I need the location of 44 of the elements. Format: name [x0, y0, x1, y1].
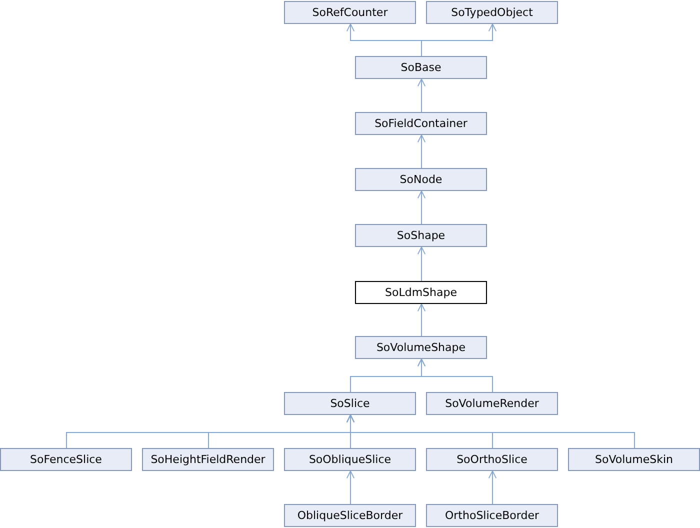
class-box — [426, 448, 558, 471]
class-name: SoVolumeRender — [445, 397, 539, 410]
class-box — [568, 448, 700, 471]
class-box — [426, 1, 558, 24]
class-name: SoSlice — [330, 397, 370, 410]
class-name: SoBase — [400, 61, 442, 74]
class-name: SoRefCounter — [312, 6, 388, 19]
class-box — [355, 112, 487, 135]
class-name: SoObliqueSlice — [308, 453, 392, 466]
class-box — [426, 504, 558, 527]
inheritance-arrow — [417, 358, 493, 392]
class-name: SoLdmShape — [385, 286, 457, 299]
class-name: SoNode — [400, 173, 442, 186]
class-box — [355, 168, 487, 191]
class-box — [284, 392, 416, 415]
inheritance-arrow — [417, 190, 426, 224]
inheritance-arrow — [417, 134, 426, 168]
class-box — [355, 281, 487, 304]
class-name: OrthoSliceBorder — [445, 509, 539, 522]
class-box — [284, 504, 416, 527]
inheritance-arrow — [346, 414, 635, 448]
class-box — [355, 56, 487, 79]
class-name: SoShape — [396, 229, 446, 242]
class-name: SoVolumeShape — [376, 341, 466, 354]
class-box — [355, 224, 487, 247]
inheritance-arrow — [417, 78, 426, 112]
class-name: SoFenceSlice — [30, 453, 102, 466]
class-name: SoVolumeSkin — [594, 453, 673, 466]
inheritance-arrow — [417, 246, 426, 282]
inheritance-arrow — [417, 304, 426, 336]
class-box — [284, 1, 416, 24]
class-box — [426, 392, 558, 415]
inheritance-arrow — [421, 24, 497, 56]
class-name: SoOrthoSlice — [456, 453, 528, 466]
class-name: SoTypedObject — [451, 6, 533, 19]
class-name: SoHeightFieldRender — [150, 453, 266, 466]
class-name: ObliqueSliceBorder — [297, 509, 403, 522]
class-name: SoFieldContainer — [374, 117, 468, 130]
class-box — [355, 336, 487, 359]
class-box — [0, 448, 132, 471]
class-box — [284, 448, 416, 471]
inheritance-arrow — [346, 470, 355, 504]
inheritance-arrow — [488, 470, 497, 504]
class-box — [142, 448, 274, 471]
